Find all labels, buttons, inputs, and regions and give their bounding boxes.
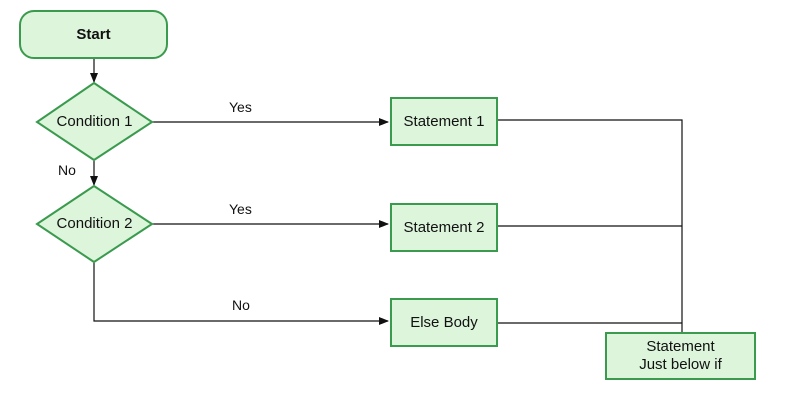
condition-1-yes-label: Yes: [229, 99, 252, 115]
condition-1-label: Condition 1: [57, 113, 133, 130]
statement-2-label: Statement 2: [404, 219, 485, 236]
statement-1-to-merge-line: [497, 119, 683, 333]
condition-1-no-label: No: [58, 162, 76, 178]
statement-2-node: Statement 2: [390, 203, 498, 252]
start-node-label: Start: [76, 26, 110, 43]
condition-2-node: Condition 2: [35, 184, 154, 264]
else-body-label: Else Body: [410, 314, 478, 331]
statement-1-node: Statement 1: [390, 97, 498, 146]
condition-2-no-label: No: [232, 297, 250, 313]
condition-2-label: Condition 2: [57, 215, 133, 232]
start-node: Start: [19, 10, 168, 59]
after-if-statement-node: Statement Just below if: [605, 332, 756, 380]
condition-2-no-arrow: [93, 262, 389, 325]
after-if-label-line-2: Just below if: [639, 356, 722, 373]
condition-1-node: Condition 1: [35, 81, 154, 162]
condition-2-yes-label: Yes: [229, 201, 252, 217]
edges: [90, 58, 683, 333]
else-body-node: Else Body: [390, 298, 498, 347]
after-if-label-line-1: Statement: [646, 338, 715, 355]
statement-1-label: Statement 1: [404, 113, 485, 130]
